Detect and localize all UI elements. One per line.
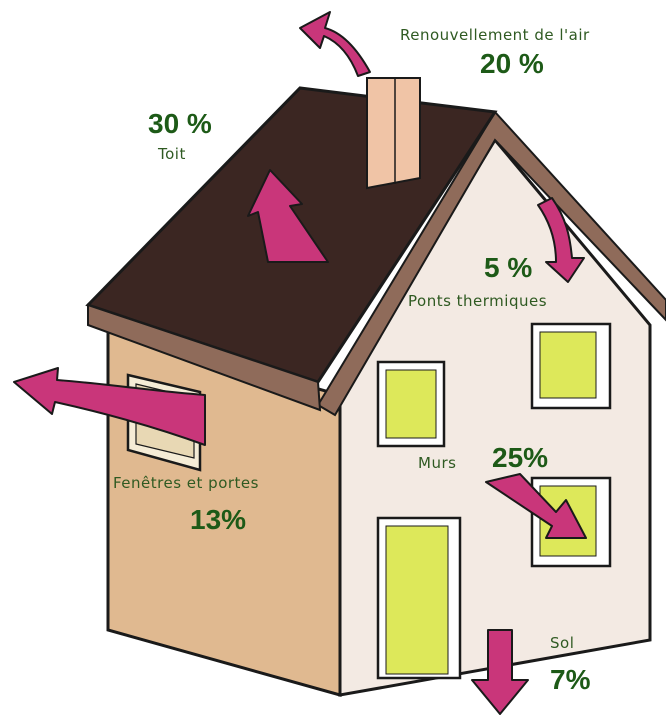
label-fenetres-value: 13% bbox=[190, 504, 246, 536]
label-sol-value: 7% bbox=[550, 664, 590, 696]
label-murs-name: Murs bbox=[418, 454, 456, 472]
front-window-upper-right bbox=[532, 324, 610, 408]
label-fenetres-name: Fenêtres et portes bbox=[113, 474, 259, 492]
label-sol-name: Sol bbox=[550, 634, 574, 652]
label-air-name: Renouvellement de l'air bbox=[400, 26, 590, 44]
arrow-air bbox=[300, 12, 370, 76]
label-air-value: 20 % bbox=[480, 48, 544, 80]
front-window-upper-left bbox=[378, 362, 444, 446]
label-ponts-value: 5 % bbox=[484, 252, 532, 284]
label-toit-name: Toit bbox=[158, 145, 186, 163]
label-murs-value: 25% bbox=[492, 442, 548, 474]
label-ponts-name: Ponts thermiques bbox=[408, 292, 547, 310]
label-toit-value: 30 % bbox=[148, 108, 212, 140]
chimney bbox=[367, 78, 420, 188]
front-door bbox=[378, 518, 460, 678]
